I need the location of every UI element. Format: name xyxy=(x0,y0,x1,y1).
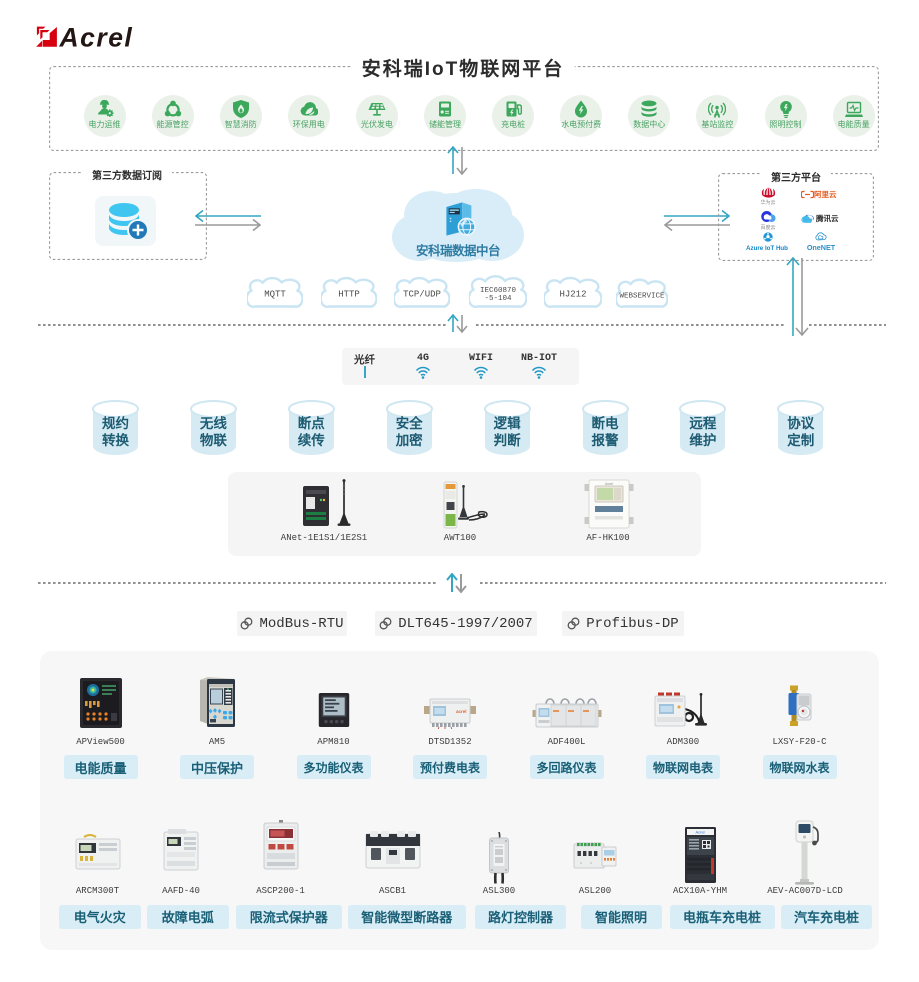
svg-text:TCP/UDP: TCP/UDP xyxy=(403,289,441,299)
svg-text:IEC60870: IEC60870 xyxy=(480,286,517,294)
svg-text:HTTP: HTTP xyxy=(338,289,360,299)
svg-text:HJ212: HJ212 xyxy=(559,289,586,299)
svg-text:-5-104: -5-104 xyxy=(484,294,512,302)
svg-text:acrel: acrel xyxy=(456,709,467,714)
svg-text:Acrel: Acrel xyxy=(59,26,134,48)
svg-text:MQTT: MQTT xyxy=(264,289,286,299)
svg-text:Acrel: Acrel xyxy=(605,482,613,486)
svg-text:WEBSERVICE: WEBSERVICE xyxy=(619,292,665,300)
svg-text:Acrel: Acrel xyxy=(695,830,704,835)
